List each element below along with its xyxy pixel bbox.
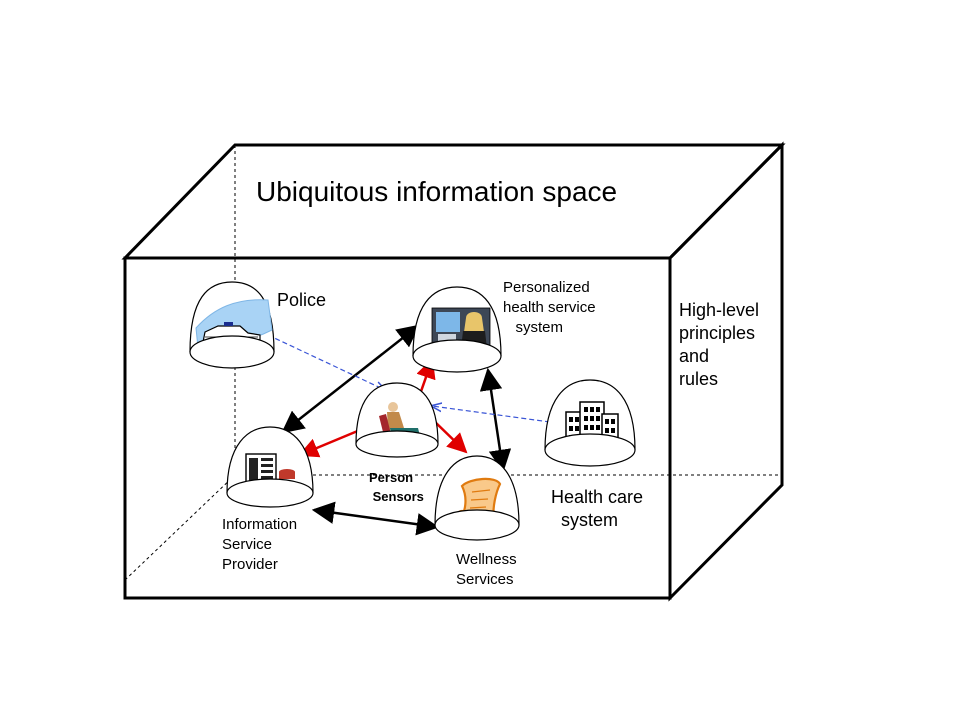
health-care-label: Health care system — [551, 487, 644, 530]
link-personalized-wellness — [479, 367, 512, 473]
information-space-box — [121, 141, 786, 602]
flow-police-to-person — [267, 334, 385, 390]
dome-information-service-provider — [226, 426, 314, 508]
personalized-dome-base — [412, 339, 502, 373]
flow-healthcare-to-person — [432, 406, 551, 423]
link-isp-personalized — [281, 324, 420, 434]
isp-dome-base — [226, 478, 314, 508]
police-label: Police — [277, 290, 327, 310]
diagram-title: Ubiquitous information space — [256, 176, 618, 207]
dome-health-care-system — [544, 379, 636, 467]
hidden-bottom-left-edge — [124, 474, 236, 581]
isp-label: Information Service Provider — [222, 516, 298, 573]
side-note-principles: High-level principles and rules — [679, 300, 760, 389]
person-dome-base — [355, 430, 439, 458]
dome-personalized-health — [412, 286, 502, 373]
person-sensors-label: Person Sensors — [369, 470, 424, 504]
wellness-label: Wellness Services — [456, 551, 517, 588]
wellness-dome-base — [434, 509, 520, 541]
link-isp-wellness — [311, 501, 440, 536]
dome-wellness-services — [434, 455, 520, 541]
healthcare-dome-base — [544, 433, 636, 467]
personalized-health-label: Personalized health service system — [503, 279, 596, 336]
police-dome-base — [189, 335, 275, 369]
sensor-link-to-isp — [298, 428, 361, 458]
dome-police — [189, 281, 275, 369]
sensor-link-to-wellness — [432, 419, 468, 454]
box-front-face — [123, 256, 672, 600]
dome-person-sensors — [355, 382, 439, 458]
